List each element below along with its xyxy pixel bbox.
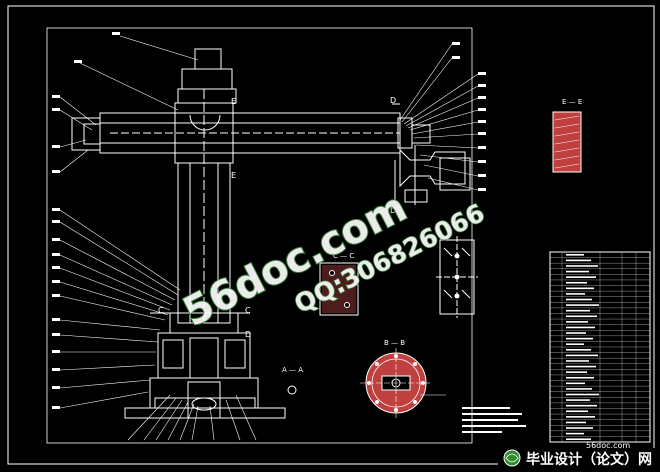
detail-title-e-e: E — E xyxy=(562,98,582,106)
parts-list-entry xyxy=(566,399,590,401)
leader-lines-bottom xyxy=(127,394,257,441)
sheet-outer-border xyxy=(7,5,655,465)
detail-c-c-hole-top xyxy=(329,270,335,276)
detail-c-c-body xyxy=(319,262,359,316)
parts-list-entry xyxy=(566,427,593,429)
base-flange xyxy=(124,397,286,419)
technical-notes-block xyxy=(462,407,526,433)
footer-logo-text: 毕业设计（论文）网 xyxy=(526,451,652,468)
parts-list-entry xyxy=(566,410,588,413)
section-label-c-left: C xyxy=(158,306,164,315)
leader-lines-left xyxy=(59,35,199,409)
parts-list-entry xyxy=(566,343,584,346)
parts-list-entry xyxy=(566,393,599,396)
parts-list-entry xyxy=(566,421,586,424)
parts-list-entry xyxy=(566,382,585,385)
parts-list-entry xyxy=(566,388,592,390)
parts-list-table xyxy=(549,251,651,443)
parts-list-entry xyxy=(566,376,594,379)
parts-list-entry xyxy=(566,259,591,262)
parts-list-entry xyxy=(566,315,597,318)
detail-c-c-hole-bottom xyxy=(344,302,350,308)
parts-list-entry xyxy=(566,349,591,351)
detail-title-c-c: C — C xyxy=(333,252,354,260)
section-label-d-base: D xyxy=(245,330,251,339)
column-top-cap xyxy=(194,48,222,70)
parts-list-entry xyxy=(566,254,584,256)
detail-plate xyxy=(436,236,478,318)
detail-title-b-b: B — B xyxy=(384,339,405,347)
section-label-e-upper: E xyxy=(231,97,236,106)
parts-list-entry xyxy=(566,371,587,373)
parts-list-entry xyxy=(566,304,599,306)
detail-e-e-hatching xyxy=(554,115,580,169)
detail-c-c-hatch-fill xyxy=(322,265,356,313)
detail-e-e-body xyxy=(552,111,582,173)
logo-globe-icon xyxy=(503,449,521,467)
parts-list-entry xyxy=(566,265,598,267)
part-number-marks xyxy=(52,32,486,409)
section-label-c-right: C xyxy=(245,306,251,315)
parts-list-entry xyxy=(566,321,588,323)
section-label-d-upper: D xyxy=(390,96,396,105)
parts-list-entry xyxy=(566,309,590,312)
sheet-inner-frame xyxy=(46,27,473,444)
footer-logo: 56doc.com 毕业设计（论文）网 xyxy=(498,441,656,468)
parts-list-entry xyxy=(566,416,595,418)
parts-list-entry xyxy=(566,332,586,334)
detail-title-a-a: A — A xyxy=(282,366,303,374)
parts-list-entry xyxy=(566,281,587,284)
detail-a-a-circle xyxy=(287,385,297,395)
parts-list-entry xyxy=(566,354,598,357)
base-lower-housing xyxy=(149,377,259,409)
parts-list-entry xyxy=(566,337,593,340)
parts-list-entry xyxy=(566,432,584,435)
section-label-d-lower: D xyxy=(390,206,396,215)
parts-list-entry xyxy=(566,438,591,441)
parts-list-entry xyxy=(566,360,589,362)
parts-list-entry xyxy=(566,270,589,273)
parts-list-entry xyxy=(566,365,596,368)
parts-list-entry xyxy=(566,276,596,278)
section-label-e-lower: E xyxy=(231,171,236,180)
leader-lines-right xyxy=(399,43,479,191)
parts-list-entry xyxy=(566,293,585,295)
gripper-assembly xyxy=(394,117,471,205)
parts-list-entry xyxy=(566,287,594,290)
parts-list-entry xyxy=(566,298,592,301)
detail-b-b-section xyxy=(360,348,446,418)
footer-brand: 56doc.com xyxy=(586,441,630,450)
robot-arm-assembly xyxy=(71,48,471,419)
parts-list-entry xyxy=(566,326,595,329)
parts-list-entry xyxy=(566,404,597,407)
